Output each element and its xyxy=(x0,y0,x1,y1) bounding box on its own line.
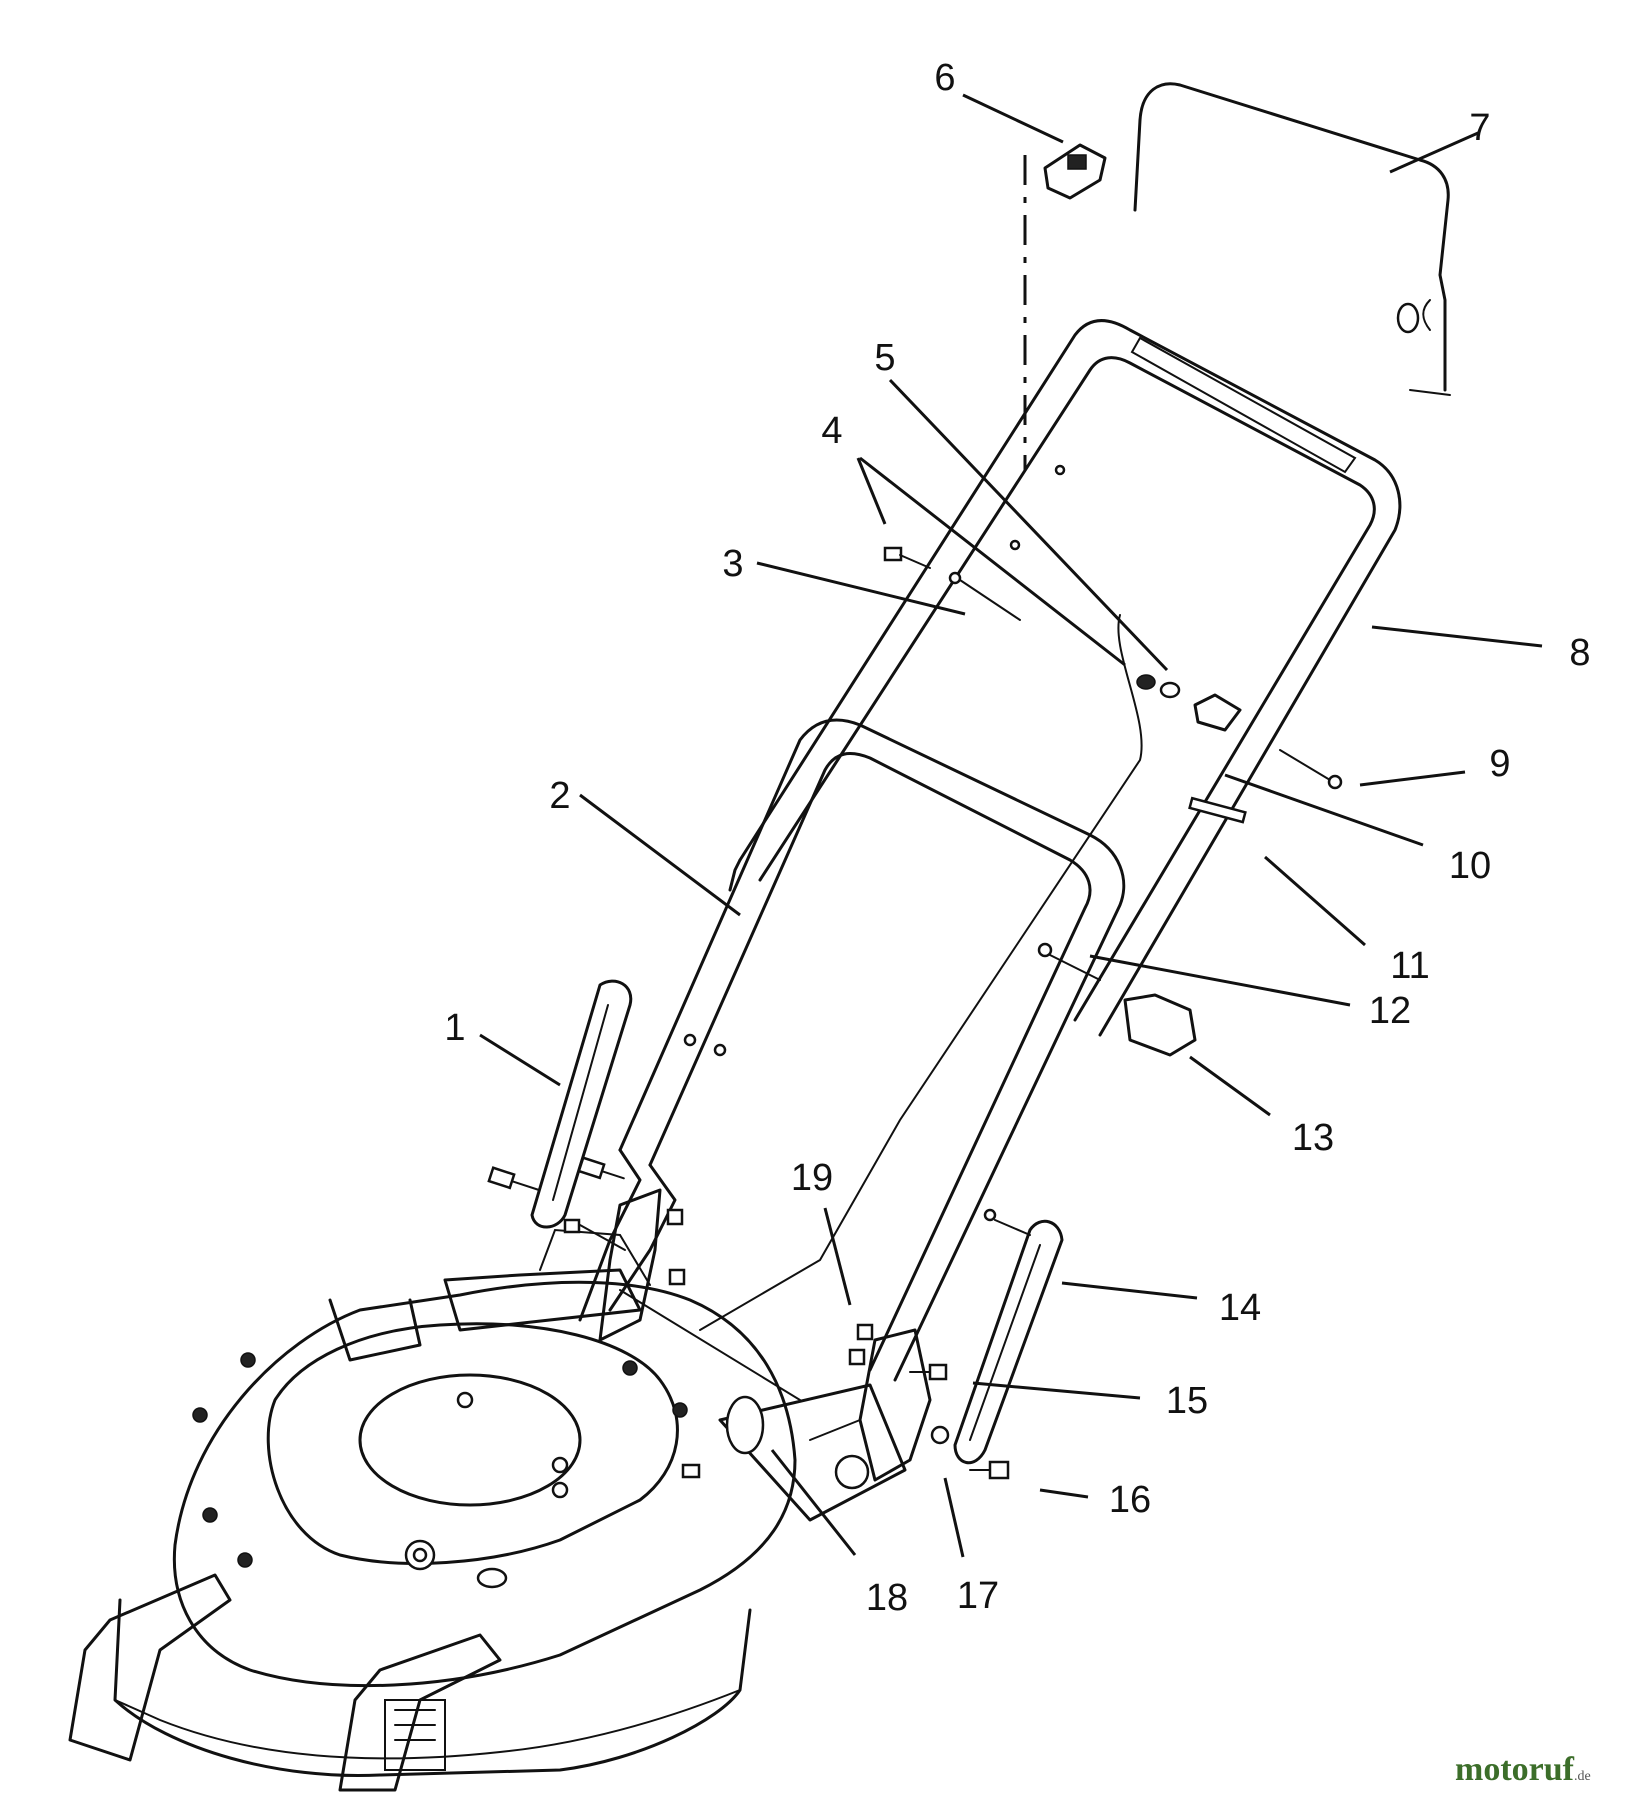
callout-7: 7 xyxy=(1469,107,1490,149)
leader-1 xyxy=(479,1033,561,1087)
upper-handle xyxy=(728,319,1402,1037)
callout-14: 14 xyxy=(1219,1287,1261,1329)
watermark-logo: motoruf.de xyxy=(1455,1751,1591,1789)
callout-8: 8 xyxy=(1569,632,1590,674)
callout-19: 19 xyxy=(791,1157,833,1199)
leader-15 xyxy=(972,1381,1141,1400)
watermark-tld: .de xyxy=(1573,1769,1591,1784)
leader-3 xyxy=(756,561,966,616)
leader-12 xyxy=(1089,954,1351,1007)
left-side-plate xyxy=(598,1188,662,1342)
leader-19 xyxy=(823,1207,852,1306)
callout-16: 16 xyxy=(1109,1479,1151,1521)
leader-4b xyxy=(859,456,1126,667)
callout-labels: 1 2 3 4 5 6 7 8 9 10 11 12 13 14 15 16 1… xyxy=(444,57,1590,1619)
right-side-plate xyxy=(858,1328,932,1482)
leader-4a xyxy=(856,457,887,525)
callout-18: 18 xyxy=(866,1577,908,1619)
leader-18 xyxy=(770,1449,857,1556)
cable-clip xyxy=(1043,143,1107,200)
height-bracket-right xyxy=(953,1219,1064,1464)
leader-17 xyxy=(943,1477,965,1558)
callout-12: 12 xyxy=(1369,990,1411,1032)
callout-9: 9 xyxy=(1489,743,1510,785)
control-cable xyxy=(699,614,1143,1331)
callout-17: 17 xyxy=(957,1575,999,1617)
callout-13: 13 xyxy=(1292,1117,1334,1159)
callout-11: 11 xyxy=(1390,945,1429,987)
leader-16 xyxy=(1039,1488,1089,1499)
callout-5: 5 xyxy=(874,337,895,379)
leader-2 xyxy=(579,793,741,917)
bail xyxy=(1133,82,1451,396)
leader-11 xyxy=(1264,855,1366,947)
rear-bracket xyxy=(718,1383,907,1522)
hardware xyxy=(487,546,1343,1480)
watermark-name: motoruf xyxy=(1455,1751,1574,1788)
callout-1: 1 xyxy=(444,1007,465,1049)
leader-10 xyxy=(1224,773,1424,847)
leader-5 xyxy=(888,378,1169,672)
callout-2: 2 xyxy=(549,775,570,817)
callout-4: 4 xyxy=(821,410,842,452)
callout-3: 3 xyxy=(722,543,743,585)
leader-6 xyxy=(962,93,1064,144)
callout-6: 6 xyxy=(934,57,955,99)
leader-lines xyxy=(479,93,1543,1558)
leader-14 xyxy=(1061,1281,1198,1300)
lower-handle xyxy=(578,718,1126,1382)
leader-9 xyxy=(1359,770,1466,787)
leader-13 xyxy=(1189,1055,1271,1117)
leader-8 xyxy=(1371,625,1543,648)
callout-10: 10 xyxy=(1449,845,1491,887)
mower-deck xyxy=(68,1228,801,1792)
callout-15: 15 xyxy=(1166,1380,1208,1422)
leader-7 xyxy=(1389,131,1479,174)
height-bracket-left xyxy=(530,979,633,1229)
